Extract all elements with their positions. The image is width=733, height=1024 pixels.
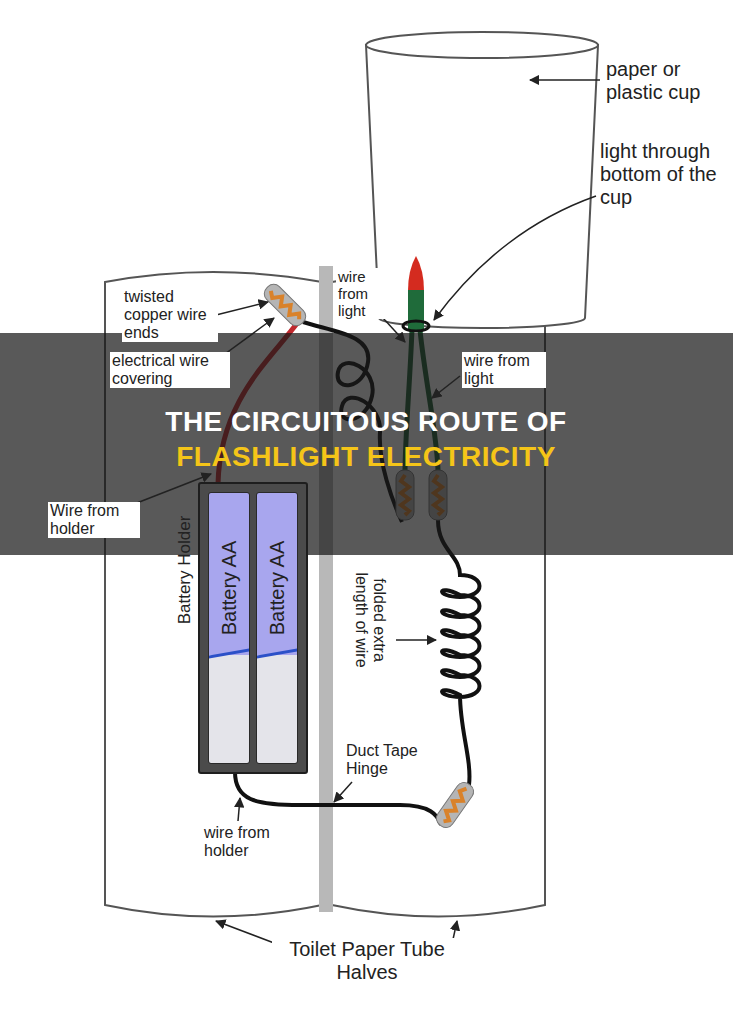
leader-line [212,302,268,316]
leader-lines [124,80,600,946]
callout-label: wire from light [336,268,386,319]
callout-label: Toilet Paper Tube Halves [272,938,462,984]
title-banner [0,333,733,555]
battery-cell: Battery AA [208,492,250,764]
wire-connector [433,779,476,830]
cup [366,45,598,328]
leader-line [530,79,600,81]
battery-stripe [256,648,298,659]
title-text: THE CIRCUITOUS ROUTE OF FLASHLIGHT ELECT… [126,404,606,474]
leader-line [238,798,240,821]
bulb-base [408,290,424,330]
battery-label: Battery AA [266,540,288,635]
battery-stripe [208,648,250,659]
callout-label: paper or plastic cup [604,58,728,104]
folded-wire [438,520,480,785]
bulb-ring [403,321,429,331]
callout-label: electrical wire covering [110,352,230,388]
battery-label: Battery AA [218,540,240,635]
callout-label: wire from holder [202,824,288,860]
cup-rim [366,32,598,58]
bulb [408,256,424,291]
callout-label: twisted copper wire ends [122,288,218,342]
callout-label: folded extra length of wire [352,558,388,682]
leader-line [396,639,436,641]
leader-line [434,196,596,320]
leader-line [432,376,460,398]
callout-label: Wire from holder [48,502,140,538]
holder-heading: Battery Holder [175,516,195,625]
battery-cell: Battery AA [256,492,298,764]
callout-label: Duct Tape Hinge [344,742,428,778]
battery-holder: Battery HolderBattery AABattery AA [198,482,308,774]
callout-label: light through bottom of the cup [598,140,726,209]
callout-label: wire from light [462,352,546,388]
black-wire [235,772,441,825]
leader-line [334,782,352,802]
